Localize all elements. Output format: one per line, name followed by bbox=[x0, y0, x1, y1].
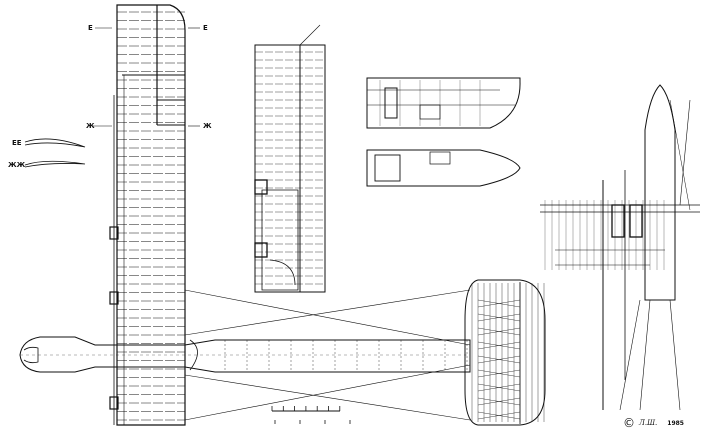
section-zh-left-label: Ж bbox=[86, 122, 95, 130]
signature: Л.Ш. bbox=[639, 419, 658, 427]
profiles-and-scale bbox=[24, 27, 351, 424]
section-zh-right-label: Ж bbox=[203, 122, 212, 130]
section-e-right-label: Е bbox=[203, 24, 208, 32]
fuselage-plan bbox=[19, 289, 471, 421]
front-view bbox=[540, 84, 700, 411]
copyright-icon: © bbox=[623, 416, 635, 430]
main-wing-plan bbox=[109, 4, 186, 426]
profile-zh-label: ЖЖ bbox=[8, 161, 26, 169]
profile-e-label: ЕЕ bbox=[12, 139, 22, 147]
credit: © Л.Ш. 1985 bbox=[623, 416, 684, 430]
section-e-left-label: Е bbox=[88, 24, 93, 32]
tailplane-plan bbox=[464, 279, 546, 426]
fuselage-side-sections bbox=[366, 77, 521, 187]
wing-panel-detail bbox=[254, 24, 326, 293]
year: 1985 bbox=[667, 419, 684, 427]
